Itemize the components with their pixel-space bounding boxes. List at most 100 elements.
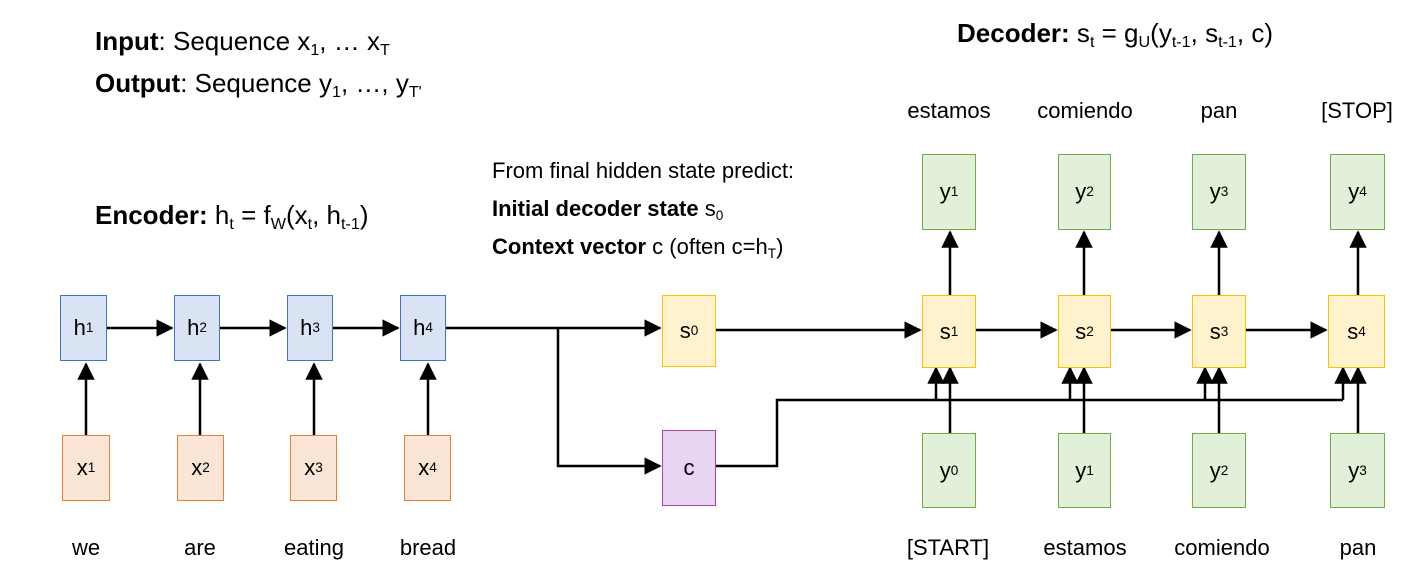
decoder-bottom-word-comiendo: comiendo [1174, 535, 1270, 560]
decoder-bottom-word-start: [START] [906, 535, 990, 560]
decoder-eq-sub-t: t [1089, 32, 1095, 51]
x3-sym: x [304, 455, 316, 480]
bridge-line-1: From final hidden state predict: [492, 158, 795, 183]
x2-sym: x [191, 455, 203, 480]
encoder-label: Encoder: [95, 200, 208, 230]
input-description: Input: Sequence x1, … xT [95, 26, 390, 58]
input-sub-2: T [379, 40, 390, 59]
x4-sym: x [418, 455, 430, 480]
bridge-line-2: Initial decoder state s0 [492, 196, 724, 224]
decoder-eq-a: s [1069, 18, 1090, 48]
encoder-eq-a: h [207, 200, 230, 230]
output-label: Output [95, 68, 181, 98]
decoder-top-word-pan: pan [1200, 98, 1238, 123]
s2-sym: s [1075, 318, 1087, 344]
out-y3-sym: y [1209, 179, 1221, 204]
decoder-bottom-word-pan: pan [1339, 535, 1377, 560]
s4-sym: s [1347, 318, 1359, 344]
c-sym: c [683, 455, 695, 480]
out-y4-sym: y [1348, 179, 1360, 204]
bridge-line-3-end: ) [776, 234, 784, 259]
x1-sym: x [76, 455, 88, 480]
encoder-eq-sub-t: t [229, 214, 234, 233]
output-text: : Sequence y [180, 68, 332, 98]
decoder-top-word-comiendo: comiendo [1037, 98, 1133, 123]
output-mid: , …, y [340, 68, 409, 98]
bridge-line-3: Context vector c (often c=hT) [492, 234, 784, 262]
s1-sym: s [939, 318, 951, 344]
h1-sym: h [73, 315, 86, 340]
decoder-eq-sub-t1b: t-1 [1218, 32, 1237, 51]
decoder-equation: Decoder: st = gU(yt-1, st-1, c) [957, 18, 1274, 50]
decoder-bottom-word-estamos: estamos [1043, 535, 1127, 560]
bridge-line-3-bold: Context vector [492, 234, 647, 259]
encoder-eq-sub-t1: t-1 [341, 214, 360, 233]
in-y0-sym: y [939, 457, 951, 483]
bridge-line-2-sub: 0 [715, 208, 724, 224]
in-y2-sym: y [1209, 457, 1221, 483]
s3-sym: s [1209, 318, 1221, 344]
out-y1-sym: y [939, 179, 951, 204]
decoder-eq-d: , s [1190, 18, 1219, 48]
output-sub-1: 1 [331, 82, 341, 101]
decoder-eq-c: (y [1150, 18, 1172, 48]
bridge-line-2-bold: Initial decoder state [492, 196, 699, 221]
in-y3-sym: y [1348, 457, 1360, 483]
encoder-eq-d: , h [312, 200, 342, 230]
encoder-eq-c: (x [285, 200, 308, 230]
decoder-eq-b: = g [1094, 18, 1139, 48]
encoder-eq-sub-w: W [270, 214, 286, 233]
encoder-eq-b: = f [233, 200, 271, 230]
encoder-eq-e: ) [359, 200, 369, 230]
encoder-word-we: we [71, 535, 101, 560]
h2-sym: h [187, 315, 200, 340]
bridge-line-2-rest: s [698, 196, 716, 221]
output-description: Output: Sequence y1, …, yT' [95, 68, 422, 100]
decoder-eq-sub-u: U [1138, 32, 1151, 51]
encoder-eq-sub-t2: t [307, 214, 313, 233]
input-mid: , … x [319, 26, 380, 56]
s0-sym: s [679, 318, 691, 343]
decoder-top-word-stop: [STOP] [1321, 98, 1393, 123]
bridge-line-3-rest: c (often c=h [646, 234, 768, 259]
h4-sym: h [413, 315, 426, 340]
context-vector-c: c [662, 430, 716, 506]
encoder-word-are: are [184, 535, 216, 560]
decoder-label: Decoder: [957, 18, 1070, 48]
decoder-top-word-estamos: estamos [907, 98, 991, 123]
encoder-equation: Encoder: ht = fW(xt, ht-1) [95, 200, 369, 232]
encoder-word-eating: eating [284, 535, 344, 560]
decoder-eq-sub-t1: t-1 [1171, 32, 1191, 51]
encoder-word-bread: bread [399, 535, 457, 560]
input-text: : Sequence x [158, 26, 311, 56]
input-sub-1: 1 [310, 40, 320, 59]
h3-sym: h [300, 315, 313, 340]
out-y2-sym: y [1075, 179, 1087, 204]
output-sub-2: T' [408, 82, 422, 101]
bridge-line-3-sub: T [767, 246, 777, 262]
in-y1-sym: y [1075, 457, 1087, 483]
decoder-eq-e: , c) [1236, 18, 1274, 48]
